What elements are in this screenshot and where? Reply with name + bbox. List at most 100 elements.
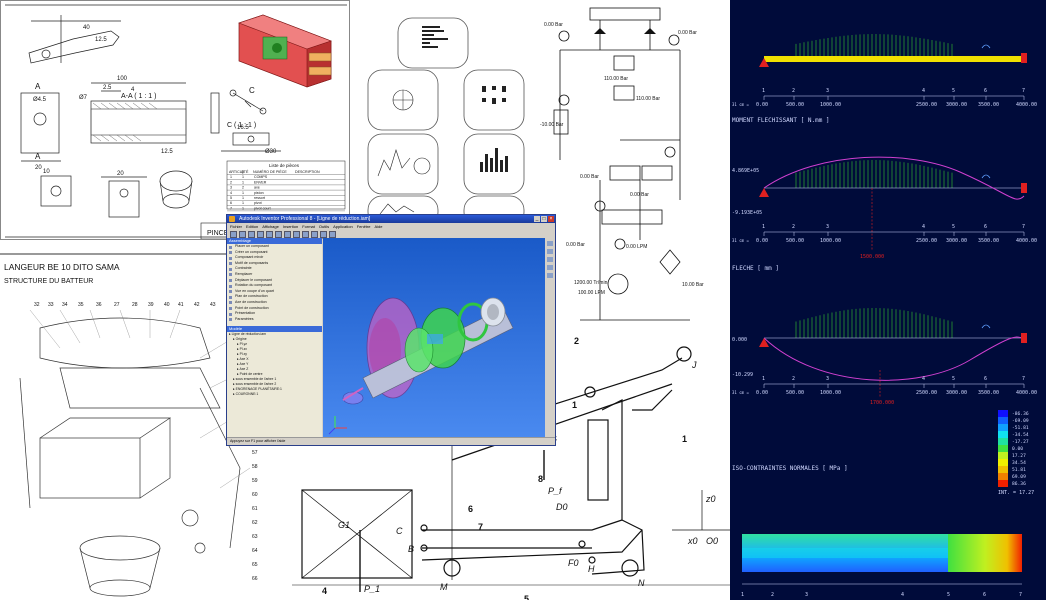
- fixed-support-icon: [1021, 333, 1027, 343]
- menu-outils[interactable]: Outils: [318, 224, 330, 229]
- browser-tree-item[interactable]: ▸ Axe Y: [237, 362, 249, 367]
- pan-icon[interactable]: [293, 230, 300, 238]
- assembly-command[interactable]: Remplacer: [227, 272, 322, 278]
- assembly-command[interactable]: Présentation: [227, 311, 322, 317]
- browser-tree-item[interactable]: ▸ Pl.xy: [237, 352, 247, 357]
- redo-icon[interactable]: [266, 230, 273, 238]
- shaded-display-icon[interactable]: [320, 230, 327, 238]
- scale-label: 31 cm =: [732, 238, 749, 243]
- legend-value: -86.36: [1012, 411, 1029, 417]
- tool-icon[interactable]: [547, 257, 553, 262]
- tool-icon[interactable]: [547, 265, 553, 270]
- undo-icon[interactable]: [257, 230, 264, 238]
- browser-tree-item[interactable]: ▸ sous ensemble de l'arbre 1: [233, 377, 277, 382]
- scale-label: 31 cm =: [732, 102, 749, 107]
- rotate-icon[interactable]: [302, 230, 309, 238]
- menu-affichage[interactable]: Affichage: [262, 224, 279, 229]
- assembly-command[interactable]: Composant miroir: [227, 255, 322, 261]
- assembly-panel-title: Assemblage: [227, 238, 322, 244]
- browser-tree-item[interactable]: ▸ ENGRENAGE PLANÉTAIRE:1: [233, 387, 282, 392]
- dim-label: 20: [35, 165, 42, 171]
- parts-list-cell: piston: [254, 191, 264, 195]
- parts-list-cell: 1: [230, 175, 232, 179]
- new-icon[interactable]: [230, 230, 237, 238]
- minimize-button[interactable]: _: [534, 216, 540, 222]
- open-icon[interactable]: [239, 230, 246, 238]
- x-tick-label: 0.00: [756, 102, 768, 108]
- assembly-command[interactable]: Axe de construction: [227, 300, 322, 306]
- assembly-command[interactable]: Créer un composant: [227, 250, 322, 256]
- parts-list-cell: 4: [230, 191, 232, 195]
- select-icon[interactable]: [275, 230, 282, 238]
- browser-panel-title: Modèle: [227, 326, 322, 333]
- node-number: 7: [1019, 592, 1022, 598]
- menu-format[interactable]: Format: [302, 224, 315, 229]
- browser-tree-item[interactable]: ▸ Ligne de réduction.iam: [229, 332, 266, 337]
- node-number: 3: [826, 224, 829, 230]
- menu-insertion[interactable]: Insertion: [282, 224, 299, 229]
- menu-aide[interactable]: Aide: [374, 224, 383, 229]
- tool-icon[interactable]: [547, 249, 553, 254]
- node-number: 1: [741, 592, 744, 598]
- stress-contour-map: [742, 534, 1022, 572]
- beam-load-diagram: 10.002500.0031000.0042500.0053000.006350…: [732, 34, 1037, 108]
- look-at-icon[interactable]: [311, 230, 318, 238]
- browser-tree-item[interactable]: ▸ COURONNE:1: [233, 392, 259, 397]
- dim-label: 12.5: [161, 149, 173, 155]
- assembly-command[interactable]: Paramètres: [227, 317, 322, 323]
- callout-number: 43: [210, 302, 216, 308]
- menu-fichier[interactable]: Fichier: [230, 224, 243, 229]
- browser-tree-item[interactable]: ▸ Pl.yz: [237, 342, 247, 347]
- node-number: 2: [771, 592, 774, 598]
- parts-list-cell: ENVER: [254, 180, 267, 184]
- maximize-button[interactable]: □: [541, 216, 547, 222]
- browser-tree-item[interactable]: ▸ Pl.zx: [237, 347, 247, 352]
- window-title-bar[interactable]: Autodesk Inventor Professional 8 - [Lign…: [227, 215, 555, 223]
- assembly-command[interactable]: Point de construction: [227, 306, 322, 312]
- browser-tree-item[interactable]: ▸ sous ensemble de l'arbre 2: [233, 382, 277, 387]
- assembly-command[interactable]: Vue en coupe d'un quart: [227, 289, 322, 295]
- browser-tree-item[interactable]: ▸ Origine: [233, 337, 247, 342]
- node-number: 3: [826, 376, 829, 382]
- node-number: 1: [762, 224, 765, 230]
- x-tick-label: 4000.00: [1016, 102, 1037, 108]
- browser-tree-item[interactable]: ▸ Axe X: [237, 357, 249, 362]
- tool-icon[interactable]: [547, 273, 553, 278]
- deflection-diagram: 1700.0000.000-10.29910.002500.0031000.00…: [732, 308, 1037, 406]
- assembly-command[interactable]: Rotation du composant: [227, 283, 322, 289]
- assembly-command[interactable]: Déplacer le composant: [227, 278, 322, 284]
- part-number: 4: [322, 586, 327, 596]
- assembly-command[interactable]: Placer un composant: [227, 244, 322, 250]
- assembly-command[interactable]: Plan de construction: [227, 294, 322, 300]
- inventor-window[interactable]: Autodesk Inventor Professional 8 - [Lign…: [226, 214, 556, 446]
- iso-view-3d-part: [238, 14, 332, 88]
- close-button[interactable]: ×: [548, 216, 554, 222]
- moment-marker-label: 1500.000: [860, 254, 884, 260]
- menu-edition[interactable]: Edition: [246, 224, 259, 229]
- save-icon[interactable]: [248, 230, 255, 238]
- menu-fentre[interactable]: Fenêtre: [356, 224, 371, 229]
- x-tick-label: 2500.00: [916, 390, 937, 396]
- node-number: 2: [792, 88, 795, 94]
- assembly-command[interactable]: Contrainte: [227, 266, 322, 272]
- parts-list-cell: 1: [242, 196, 244, 200]
- x-tick-label: 500.00: [786, 102, 804, 108]
- zoom-icon[interactable]: [284, 230, 291, 238]
- node-number: 1: [762, 88, 765, 94]
- callout-number: 41: [178, 302, 184, 308]
- dim-label: Ø4.5: [33, 97, 47, 103]
- menu-application[interactable]: Application: [333, 224, 353, 229]
- pressure-label: 10.00 Bar: [682, 282, 704, 288]
- x-tick-label: 2500.00: [916, 102, 937, 108]
- tool-icon[interactable]: [547, 241, 553, 246]
- browser-tree-item[interactable]: ▸ Point de centre: [237, 372, 263, 377]
- help-icon[interactable]: [329, 230, 336, 238]
- x-tick-label: 3000.00: [946, 390, 967, 396]
- 3d-viewport[interactable]: [323, 238, 545, 438]
- x-tick-label: 0.00: [756, 390, 768, 396]
- x-tick-label: 3500.00: [978, 390, 999, 396]
- parts-list-cell: 2: [230, 180, 232, 184]
- assembly-command[interactable]: Motif de composants: [227, 261, 322, 267]
- browser-tree-item[interactable]: ▸ Axe Z: [237, 367, 249, 372]
- node-number: 4: [922, 88, 925, 94]
